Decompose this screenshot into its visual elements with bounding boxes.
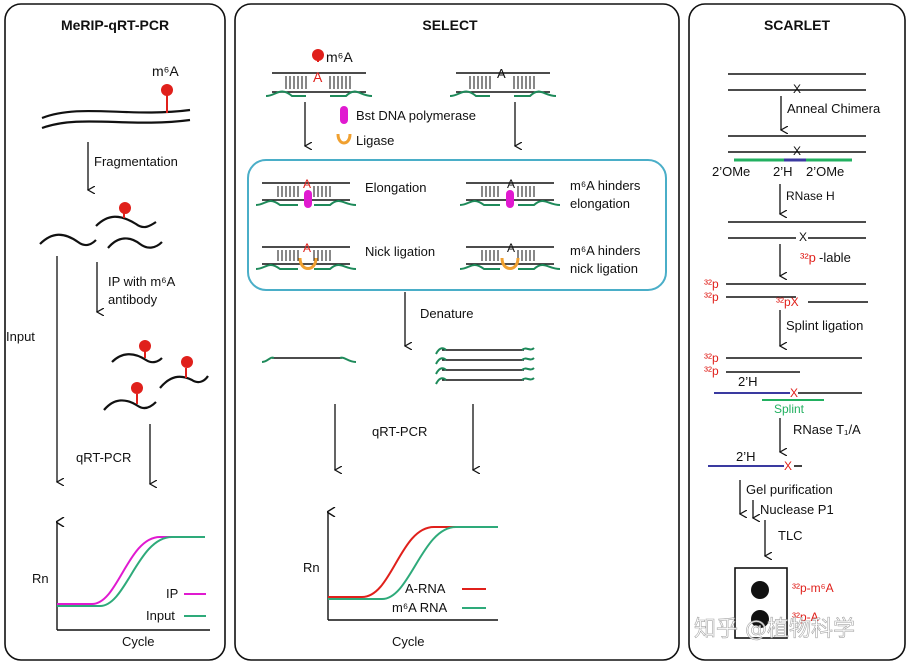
scarlet-x-1: X [793, 82, 801, 96]
select-plot: Rn Cycle A-RNA m⁶A RNA [303, 512, 498, 649]
ligase-icon [336, 133, 352, 145]
scarlet-x-5: X [784, 459, 792, 473]
splint-label: Splint [774, 402, 805, 416]
rnase-t1-label: RNase T₁/A [793, 422, 861, 437]
select-rn-label: Rn [303, 560, 320, 575]
h-label-2: 2’H [736, 449, 756, 464]
bst-polymerase-icon [340, 106, 348, 124]
panel-scarlet: SCARLET X Anneal Chimera X 2’OMe 2’H 2’O… [688, 3, 906, 661]
p32-strand-c: ³²p [704, 351, 719, 365]
p32-strand-b: ³²p [704, 290, 719, 304]
h-mid-label: 2’H [773, 164, 793, 179]
panel-scarlet-title: SCARLET [764, 17, 831, 33]
select-a-red-label: A [313, 69, 323, 85]
legend-arna-label: A-RNA [405, 581, 446, 596]
spot2-label: ³²p-A [792, 610, 819, 624]
legend-input-label: Input [146, 608, 175, 623]
hinders-nick-line1: m⁶A hinders [570, 243, 641, 258]
lable-label: -lable [819, 250, 851, 265]
tlc-spot-m6a [751, 581, 769, 599]
select-a-label: A [497, 66, 506, 81]
legend-m6arna-label: m⁶A RNA [392, 600, 448, 615]
fragment-m6a-icon [119, 202, 131, 214]
nuclease-label: Nuclease P1 [760, 502, 834, 517]
series-arna-line [328, 526, 498, 598]
series-m6arna-line [328, 526, 498, 600]
reaction-box [247, 159, 667, 291]
m6a-marker-icon [161, 84, 173, 96]
rna-fragments [39, 202, 163, 249]
ome-left-label: 2’OMe [712, 164, 750, 179]
p32-strand-d: ³²p [704, 364, 719, 378]
merip-plot: Rn Cycle IP Input [32, 522, 210, 649]
panel-select-title: SELECT [422, 17, 478, 33]
tlc-spot-a [751, 610, 769, 628]
single-strand-left [261, 356, 357, 363]
nick-duplex-right: A [459, 241, 561, 270]
input-label: Input [6, 329, 35, 344]
panel-merip: MeRIP-qRT-PCR m⁶A Fragmentation IP with … [4, 3, 226, 661]
enriched-fragments [103, 340, 209, 411]
tlc-plate [734, 567, 788, 639]
elongation-duplex-right: A [459, 177, 561, 208]
panel-merip-frame [4, 3, 226, 661]
p32x-label: ³²pX [776, 295, 799, 309]
series-input-line [57, 536, 205, 607]
panel-select: SELECT A m⁶A [234, 3, 680, 661]
h-label-1: 2’H [738, 374, 758, 389]
nick-right-a-label: A [507, 241, 515, 255]
select-qrtpcr-label: qRT-PCR [372, 424, 427, 439]
p32-label-step: ³²p [800, 250, 816, 265]
ligase-label: Ligase [356, 133, 394, 148]
tlc-label: TLC [778, 528, 803, 543]
ome-right-label: 2’OMe [806, 164, 844, 179]
denature-label: Denature [420, 306, 473, 321]
scarlet-x-3: X [799, 230, 807, 244]
rnaseh-label: RNase H [786, 189, 835, 203]
scarlet-x-2: X [793, 144, 801, 158]
ip-line2-label: antibody [108, 292, 158, 307]
hinders-elong-line2: elongation [570, 196, 630, 211]
elongation-duplex-left: A [255, 177, 357, 208]
merip-rn-label: Rn [32, 571, 49, 586]
long-rna [41, 84, 191, 130]
enriched-m6a-icon-3 [131, 382, 143, 394]
panel-scarlet-frame [688, 3, 906, 661]
scarlet-x-4: X [790, 386, 798, 400]
anneal-label: Anneal Chimera [787, 101, 881, 116]
elong-right-a-label: A [507, 177, 515, 191]
panel-merip-title: MeRIP-qRT-PCR [61, 17, 169, 33]
ip-line1-label: IP with m⁶A [108, 274, 176, 289]
watermark-text: 知乎 @植物科学 [694, 617, 855, 642]
spot1-label: ³²p-m⁶A [792, 581, 834, 595]
nick-label: Nick ligation [365, 244, 435, 259]
nick-duplex-left: A [255, 241, 357, 270]
legend-ip-label: IP [166, 586, 178, 601]
series-ip-line [57, 536, 205, 605]
select-m6a-label: m⁶A [326, 49, 353, 65]
nick-left-a-label: A [303, 241, 311, 255]
fragmentation-label: Fragmentation [94, 154, 178, 169]
select-duplex-a: A [449, 66, 557, 97]
panel-select-frame [234, 3, 680, 661]
hinders-nick-line2: nick ligation [570, 261, 638, 276]
merip-m6a-label: m⁶A [152, 63, 179, 79]
elong-left-a-label: A [303, 177, 311, 191]
enriched-m6a-icon-1 [139, 340, 151, 352]
select-duplex-m6a: A [265, 49, 373, 97]
bst-label: Bst DNA polymerase [356, 108, 476, 123]
gel-label: Gel purification [746, 482, 833, 497]
enriched-m6a-icon-2 [181, 356, 193, 368]
select-m6a-marker-icon [312, 49, 324, 61]
hinders-elong-line1: m⁶A hinders [570, 178, 641, 193]
p32-strand-a: ³²p [704, 277, 719, 291]
merip-cycle-label: Cycle [122, 634, 155, 649]
merip-qrtpcr-label: qRT-PCR [76, 450, 131, 465]
splint-ligation-label: Splint ligation [786, 318, 863, 333]
amplified-strands-right [435, 347, 535, 385]
elongation-label: Elongation [365, 180, 426, 195]
select-cycle-label: Cycle [392, 634, 425, 649]
